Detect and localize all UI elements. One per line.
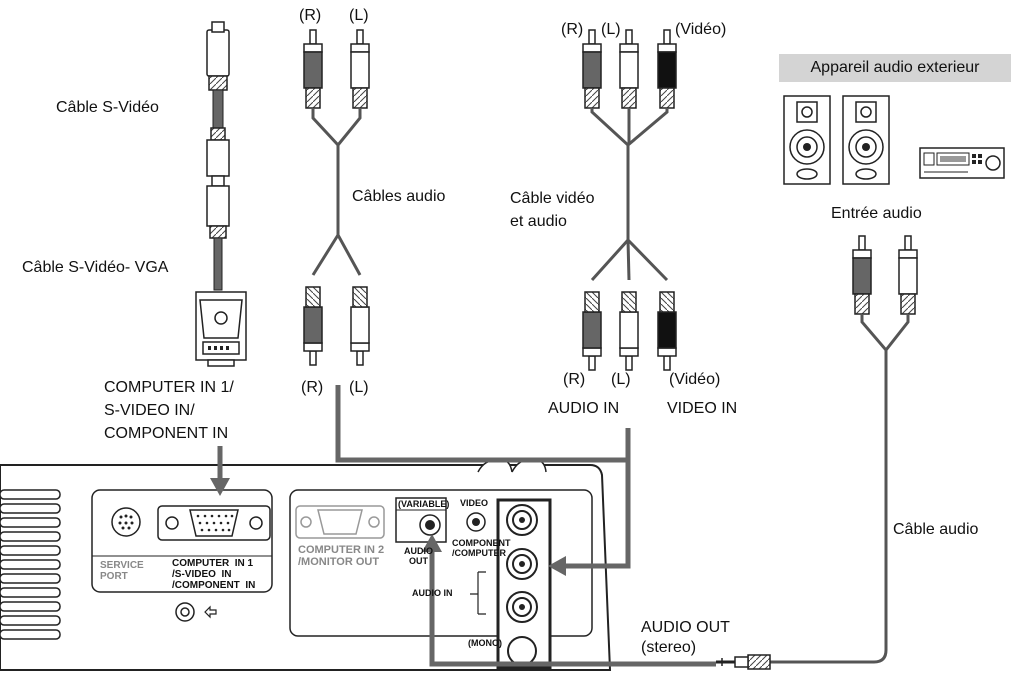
av-cable-label: Câble vidéo et audio xyxy=(510,190,595,230)
connection-lines xyxy=(217,385,716,667)
svideo-vga-cable-label: Câble S-Vidéo- VGA xyxy=(22,259,169,276)
audio-input-label: Entrée audio xyxy=(831,205,922,222)
right-audio-cable xyxy=(716,235,918,670)
video-in-label: VIDEO IN xyxy=(667,400,738,417)
projector-body xyxy=(0,458,612,671)
av-top-l-label: (L) xyxy=(601,21,621,38)
ext-audio-device-header: Appareil audio exterieur xyxy=(779,54,1011,82)
av-top-r-label: (R) xyxy=(561,21,584,38)
speaker-left-icon xyxy=(783,95,831,185)
av-bottom-l-label: (L) xyxy=(611,371,631,388)
panel-service-port: SERVICE PORT xyxy=(100,560,144,582)
av-bottom-video-label: (Vidéo) xyxy=(669,371,721,388)
amplifier-icon xyxy=(919,147,1005,179)
svideo-cable xyxy=(195,21,247,367)
audio-cables-label: Câbles audio xyxy=(352,188,446,205)
audio-l-bottom-label: (L) xyxy=(349,379,369,396)
audio-cables xyxy=(303,29,370,276)
audio-out-label: AUDIO OUT (stereo) xyxy=(641,619,730,656)
panel-audio-in: AUDIO IN xyxy=(412,588,453,598)
audio-r-bottom-label: (R) xyxy=(301,379,324,396)
audio-in-label: AUDIO IN xyxy=(548,400,620,417)
svideo-cable-label: Câble S-Vidéo xyxy=(56,99,159,116)
panel-variable: (VARIABLE) xyxy=(398,499,450,509)
panel-mono: (MONO) xyxy=(468,638,502,648)
audio-cable-right-label: Câble audio xyxy=(893,521,979,538)
computer-in-1-label: COMPUTER IN 1/ S-VIDEO IN/ COMPONENT IN xyxy=(104,379,234,442)
speaker-right-icon xyxy=(842,95,890,185)
audio-r-top-label: (R) xyxy=(299,7,322,24)
av-cable xyxy=(582,29,677,282)
panel-computer-in-2: COMPUTER IN 2 /MONITOR OUT xyxy=(298,544,385,568)
av-top-video-label: (Vidéo) xyxy=(675,21,727,38)
panel-audio-out: AUDIO OUT xyxy=(404,546,433,566)
panel-video: VIDEO xyxy=(460,498,489,508)
arrow-heads xyxy=(210,478,566,576)
panel-component-computer: COMPONENT /COMPUTER xyxy=(452,538,511,558)
audio-l-top-label: (L) xyxy=(349,7,369,24)
av-bottom-r-label: (R) xyxy=(563,371,586,388)
panel-computer-in-1: COMPUTER IN 1 /S-VIDEO IN /COMPONENT IN xyxy=(172,558,256,591)
